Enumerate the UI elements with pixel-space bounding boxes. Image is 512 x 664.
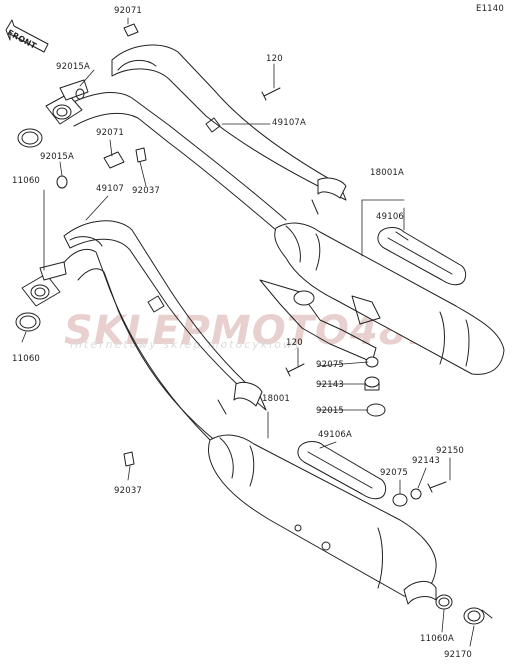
part-label-11060-lower[interactable]: 11060	[12, 354, 41, 364]
bushing-92071-upper	[123, 23, 139, 37]
part-label-92075-upper[interactable]: 92075	[316, 360, 345, 370]
bushing-92071-lower	[103, 151, 125, 169]
part-label-49106A[interactable]: 49106A	[318, 430, 353, 440]
part-label-120-lower[interactable]: 120	[286, 338, 303, 348]
upper-exhaust-pipe	[61, 44, 347, 231]
lower-muffler	[207, 434, 437, 605]
front-arrow-icon	[5, 19, 49, 53]
diagram-code: E1140	[476, 4, 505, 14]
grommet-92015	[366, 403, 386, 417]
part-label-120-upper[interactable]: 120	[266, 54, 283, 64]
upper-muffler	[259, 222, 505, 375]
gasket-ring-upper	[17, 128, 43, 148]
tail-clamp	[463, 607, 493, 625]
part-label-49107A[interactable]: 49107A	[272, 118, 307, 128]
leader-lines	[21, 17, 475, 647]
part-label-11060A[interactable]: 11060A	[420, 634, 455, 644]
part-label-92037-upper[interactable]: 92037	[132, 186, 161, 196]
bracket-92037-upper	[135, 147, 147, 163]
part-label-49107[interactable]: 49107	[96, 184, 125, 194]
tail-gasket	[435, 594, 453, 610]
part-label-92071-lower[interactable]: 92071	[96, 128, 125, 138]
collar-92143-upper	[364, 376, 380, 391]
part-label-92075-lower[interactable]: 92075	[380, 468, 409, 478]
watermark-tagline: internetowy sklep motocyklowy	[70, 338, 303, 351]
collar-92143-lower	[410, 488, 422, 500]
bolt-92150	[427, 481, 447, 493]
gasket-ring-lower	[15, 312, 41, 332]
part-label-92037-lower[interactable]: 92037	[114, 486, 143, 496]
part-label-92170[interactable]: 92170	[444, 650, 473, 660]
part-label-18001A[interactable]: 18001A	[370, 168, 405, 178]
bolt-120-lower	[285, 363, 305, 377]
seal-92015a	[56, 175, 68, 189]
upper-flange	[45, 79, 89, 125]
part-label-92143-upper[interactable]: 92143	[316, 380, 345, 390]
part-label-92071-upper[interactable]: 92071	[114, 6, 143, 16]
heat-shield-lower	[297, 441, 387, 500]
part-label-92015[interactable]: 92015	[316, 406, 345, 416]
part-label-92015A-lower[interactable]: 92015A	[40, 152, 75, 162]
part-label-92015A-upper[interactable]: 92015A	[56, 62, 91, 72]
bracket-92037-lower	[123, 451, 135, 467]
lower-flange	[21, 261, 67, 307]
bolt-120-upper	[261, 87, 281, 101]
damper-92075-lower	[392, 493, 408, 507]
part-label-49106[interactable]: 49106	[376, 212, 405, 222]
part-label-11060-upper[interactable]: 11060	[12, 176, 41, 186]
heat-shield-upper	[377, 227, 467, 286]
lower-exhaust-pipe	[59, 220, 267, 447]
part-label-92150[interactable]: 92150	[436, 446, 465, 456]
part-label-92143-lower[interactable]: 92143	[412, 456, 441, 466]
part-label-18001[interactable]: 18001	[262, 394, 291, 404]
